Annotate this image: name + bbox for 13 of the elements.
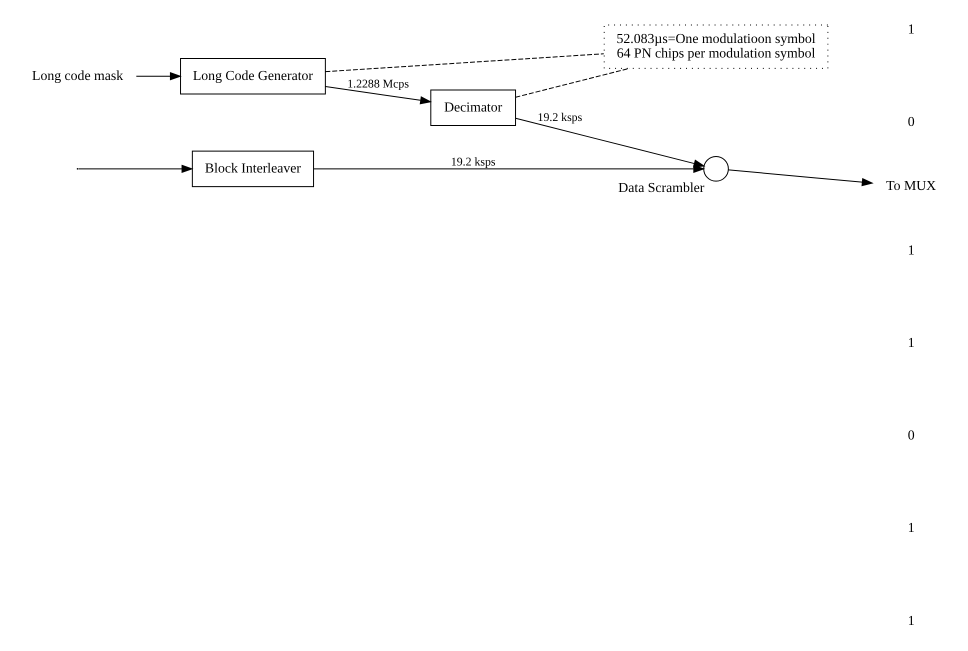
edge-label: 1.2288 Mcps — [346, 76, 408, 91]
label: 1 — [907, 520, 914, 536]
label: 1 — [907, 22, 914, 37]
label: 1 — [907, 334, 914, 350]
node-label: Data Scrambler — [618, 180, 704, 196]
label: 0 — [907, 428, 914, 442]
node-text: Long code mask — [32, 68, 123, 83]
edge-label: 19.2 ksps — [537, 110, 582, 124]
node-text: To MUX — [886, 178, 936, 194]
label: 1 — [907, 612, 914, 628]
edge-label: 19.2 ksps — [450, 154, 495, 168]
label: 0 — [907, 114, 914, 130]
label: 1 — [907, 242, 914, 258]
